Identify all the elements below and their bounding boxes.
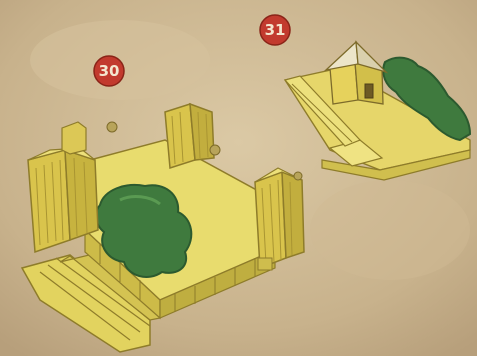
paper-stain (310, 180, 470, 280)
left-tower-face (28, 150, 70, 252)
marker-31: 31 (260, 15, 290, 45)
left-tower-side (65, 150, 98, 240)
tower-turret (62, 122, 86, 154)
marker-30: 30 (94, 56, 124, 86)
house-door (365, 84, 373, 98)
marker-31-label: 31 (265, 21, 286, 39)
pillar-ornament (210, 145, 220, 155)
small-crate (258, 258, 272, 270)
pillar-knob (294, 172, 302, 180)
marker-30-label: 30 (99, 62, 120, 80)
turret-orb (107, 122, 117, 132)
right-pillar-side (282, 172, 304, 258)
